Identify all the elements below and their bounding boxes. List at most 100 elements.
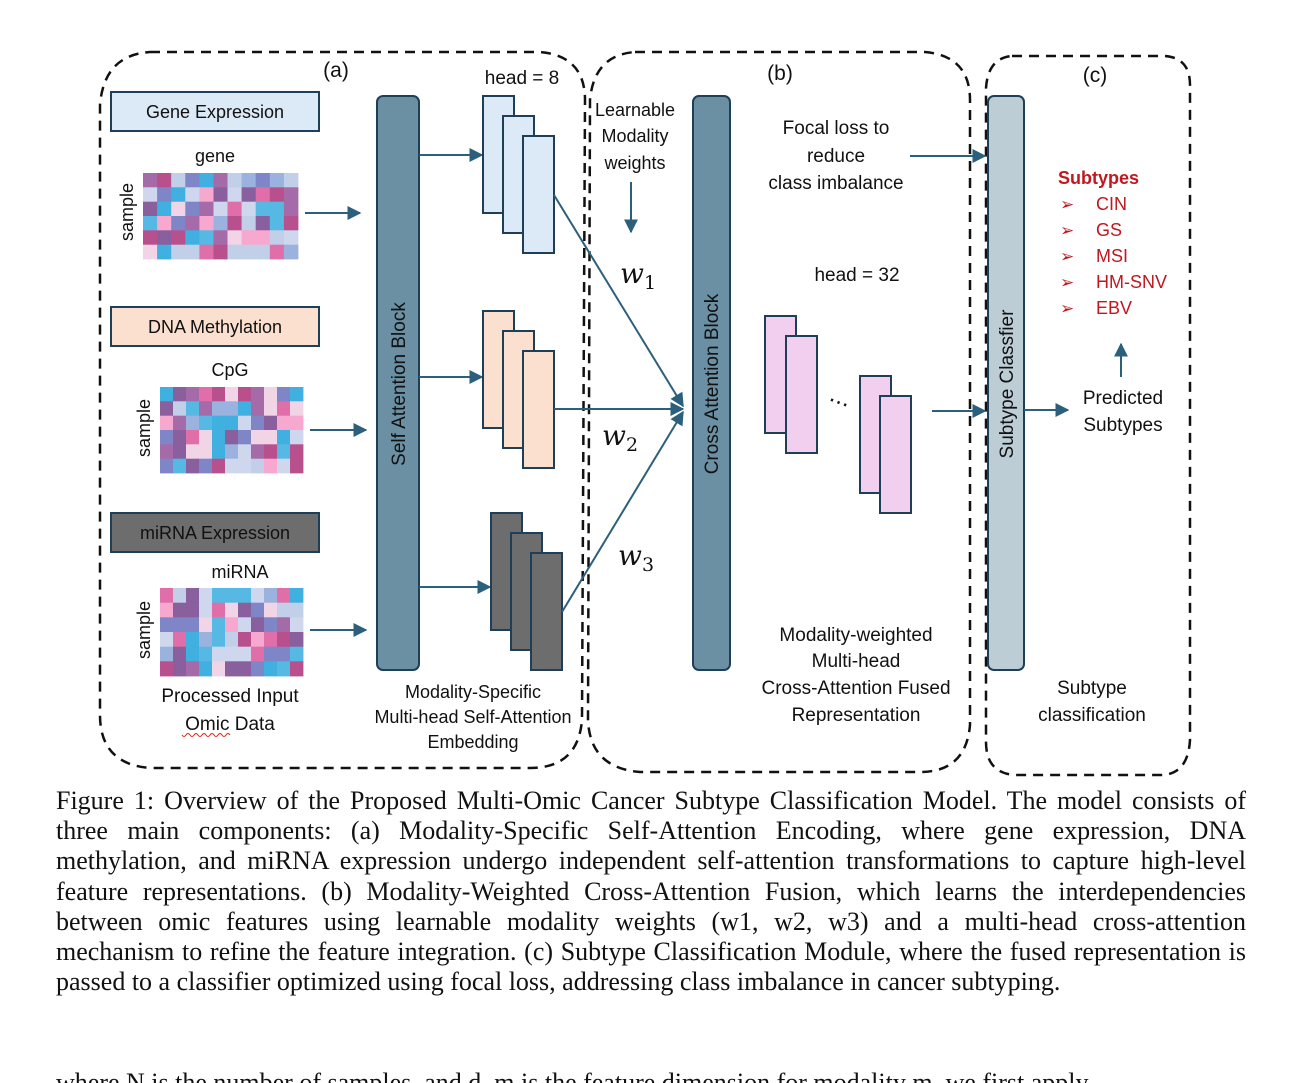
classification-line2: classification — [1038, 705, 1146, 726]
classification-line1: Subtype — [1057, 678, 1127, 699]
weight-w2-subscript: 2 — [626, 434, 638, 456]
heatmap-cell — [160, 646, 174, 662]
heatmap-cell — [185, 187, 200, 202]
heatmap-cell — [143, 173, 158, 188]
heatmap-cell — [269, 244, 285, 260]
panel-c-label: (c) — [1083, 64, 1108, 87]
heatmap-cell — [277, 617, 291, 633]
gene-fusion-arrow — [553, 194, 684, 408]
architecture-diagram: (a) (b) (c) Gene Expression DNA Methylat… — [98, 50, 1192, 777]
focal-loss-line1: Focal loss to — [783, 118, 890, 139]
panel-c-border — [984, 54, 1192, 777]
heatmap-cell — [227, 201, 242, 217]
cross-attention-label: Cross Attention Block — [702, 293, 723, 474]
subtype-classifier-block — [987, 95, 1025, 671]
heatmap-cell — [225, 602, 239, 618]
subtype-item: MSI — [1096, 246, 1128, 266]
heatmap-cell — [199, 430, 213, 445]
heatmap-cell — [212, 617, 226, 633]
weight-w1-symbol: w — [620, 257, 644, 290]
heatmap-cell — [160, 458, 174, 474]
panel-b-border — [586, 50, 972, 774]
gene-expression-box — [110, 91, 320, 132]
heatmap-cell — [160, 444, 174, 459]
heatmap-cell — [241, 230, 257, 245]
heatmap-cell — [269, 230, 285, 245]
heatmap-cell — [255, 230, 271, 245]
heatmap-cell — [143, 187, 158, 202]
heatmap-cell — [251, 415, 265, 431]
heatmap-cell — [241, 201, 257, 217]
fused-head-4 — [879, 395, 912, 514]
heatmap-cell — [238, 646, 252, 662]
heatmap-cell — [238, 588, 252, 604]
heatmap-cell — [173, 661, 187, 677]
heatmap-cell — [186, 602, 200, 618]
heatmap-cell — [255, 244, 271, 260]
heatmap-cell — [157, 244, 172, 260]
heatmap-cell — [290, 646, 304, 662]
subtype-classifier-label: Subtype Classfier — [997, 309, 1018, 459]
heatmap-cell — [225, 458, 239, 474]
heatmap-cell — [290, 632, 304, 648]
learnable-weights-line2: Modality — [601, 126, 668, 146]
mirna-fusion-arrow — [561, 410, 684, 613]
heatmap-cell — [171, 216, 186, 231]
heatmap-cell — [264, 617, 278, 633]
dna-head-stack — [482, 310, 555, 469]
heatmap-cell — [213, 216, 228, 231]
cross-head-count: head = 32 — [814, 265, 899, 286]
heatmap-cell — [199, 387, 213, 402]
heatmap-cell — [212, 415, 226, 431]
heatmap-cell — [227, 216, 242, 231]
heatmap-cell — [238, 458, 252, 474]
heatmap-cell — [173, 415, 187, 431]
gene-expression-label: Gene Expression — [146, 102, 284, 122]
heatmap-cell — [171, 173, 186, 188]
heatmap-cell — [251, 646, 265, 662]
heatmap-cell — [213, 173, 228, 188]
heatmap-cell — [212, 602, 226, 618]
mirna-head-3 — [530, 552, 563, 671]
fused-line1: Modality-weighted — [779, 625, 932, 646]
heatmap-cell — [186, 430, 200, 445]
subtype-bullet-icon: ➢ — [1060, 221, 1074, 241]
heatmap-cell — [264, 387, 278, 402]
heatmap-cell — [227, 173, 242, 188]
heatmap-cell — [199, 444, 213, 459]
heatmap-cell — [277, 632, 291, 648]
heatmap-cell — [277, 415, 291, 431]
mirna-expression-heatmap — [160, 588, 304, 677]
heatmap-cell — [199, 201, 214, 217]
mirna-head-stack — [490, 512, 563, 671]
heatmap-cell — [255, 201, 271, 217]
heatmap-cell — [185, 216, 200, 231]
cross-attention-block — [692, 95, 731, 671]
heatmap-cell — [225, 430, 239, 445]
dna-methylation-label: DNA Methylation — [148, 317, 282, 337]
heatmap-cell — [225, 632, 239, 648]
heatmap-cell — [160, 661, 174, 677]
heatmap-cell — [173, 632, 187, 648]
heatmap-cell — [255, 216, 271, 231]
heatmap-cell — [227, 187, 242, 202]
heatmap-cell — [160, 632, 174, 648]
heatmap-cell — [199, 415, 213, 431]
heatmap-cell — [199, 244, 214, 260]
heatmap-cell — [283, 173, 299, 188]
self-head-count: head = 8 — [485, 68, 560, 89]
heatmap-cell — [225, 661, 239, 677]
heatmap-cell — [277, 430, 291, 445]
fused-line4: Representation — [792, 705, 921, 726]
heatmap-cell — [173, 401, 187, 416]
heatmap-cell — [171, 201, 186, 217]
heatmap-cell — [173, 588, 187, 604]
heatmap-cell — [283, 230, 299, 245]
heatmap-cell — [251, 444, 265, 459]
self-attention-block — [376, 95, 420, 671]
subtype-item: GS — [1096, 220, 1122, 240]
heatmap-cell — [160, 588, 174, 604]
embedding-line1: Modality-Specific — [405, 682, 541, 702]
heatmap-cell — [157, 230, 172, 245]
heatmap-cell — [225, 444, 239, 459]
